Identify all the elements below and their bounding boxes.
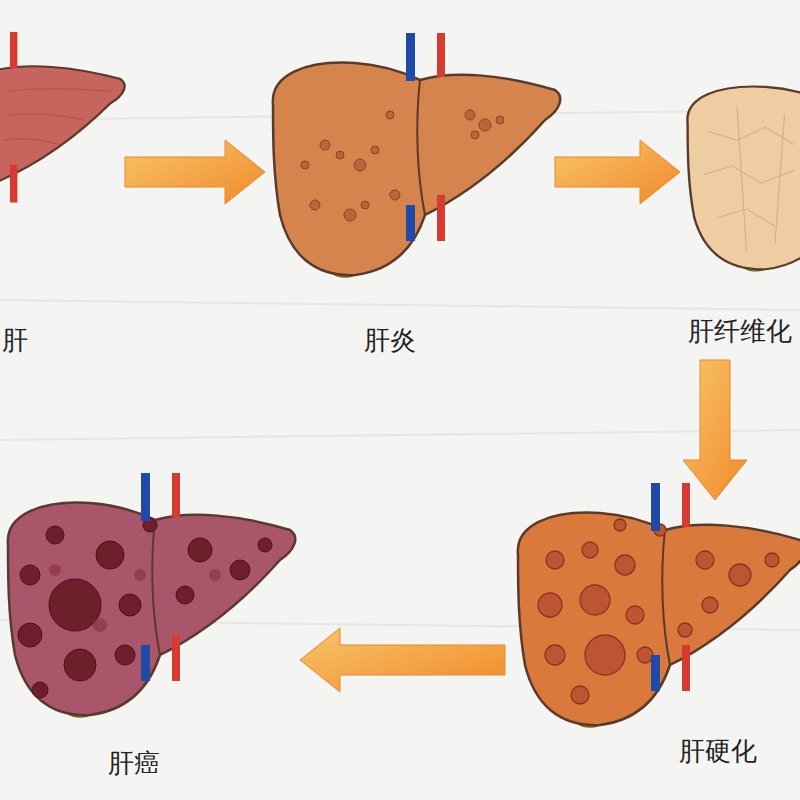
progress-arrow (125, 140, 265, 204)
stage-label: 肝癌 (108, 748, 160, 779)
progress-arrow (555, 140, 680, 204)
stage-label: 肝纤维化 (688, 316, 792, 347)
stage-label: 肝硬化 (679, 736, 757, 767)
liver-stage: 肝癌 (0, 490, 300, 790)
stage-label: 肝 (2, 325, 28, 356)
progress-arrow (683, 360, 747, 500)
progress-arrow (300, 628, 505, 692)
liver-stage: 肝硬化 (505, 500, 800, 785)
liver-stage: 肝炎 (265, 40, 555, 360)
stage-label: 肝炎 (364, 325, 416, 356)
liver-stage: 肝纤维化 (680, 70, 800, 360)
liver-stage: 肝 (0, 40, 125, 360)
